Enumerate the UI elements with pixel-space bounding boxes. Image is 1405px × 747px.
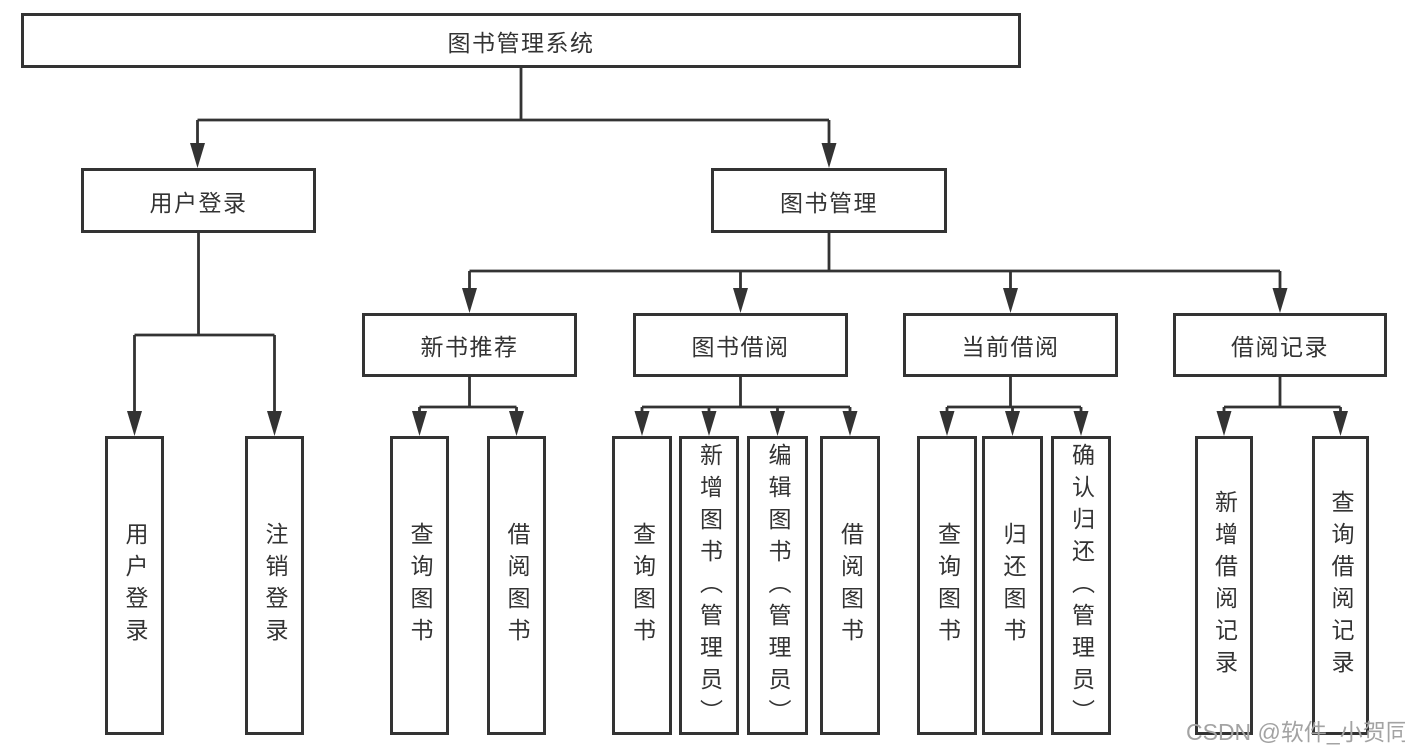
node-book-management: 图书管理 [711, 168, 947, 233]
node-new-book-recommend: 新书推荐 [362, 313, 577, 377]
node-leaf-query-books-borrow: 查询图书 [612, 436, 672, 735]
node-user-login: 用户登录 [81, 168, 316, 233]
node-leaf-edit-books-admin: 编辑图书（管理员） [747, 436, 808, 735]
node-leaf-add-borrow-record: 新增借阅记录 [1195, 436, 1253, 735]
node-leaf-confirm-return-admin: 确认归还（管理员） [1051, 436, 1111, 735]
csdn-watermark: CSDN @软件_小贺同学 [1186, 719, 1405, 745]
node-current-borrow: 当前借阅 [903, 313, 1118, 377]
node-leaf-query-borrow-record: 查询借阅记录 [1312, 436, 1369, 735]
node-borrow-records: 借阅记录 [1173, 313, 1387, 377]
node-leaf-logout: 注销登录 [245, 436, 304, 735]
node-leaf-user-login: 用户登录 [105, 436, 164, 735]
node-leaf-add-books-admin: 新增图书（管理员） [679, 436, 739, 735]
node-leaf-borrow-books-recommend: 借阅图书 [487, 436, 546, 735]
node-leaf-query-books-recommend: 查询图书 [390, 436, 449, 735]
node-root-library-system: 图书管理系统 [21, 13, 1021, 68]
node-leaf-borrow-books: 借阅图书 [820, 436, 880, 735]
node-book-borrow: 图书借阅 [633, 313, 848, 377]
node-leaf-query-books-current: 查询图书 [917, 436, 977, 735]
node-leaf-return-books: 归还图书 [982, 436, 1043, 735]
